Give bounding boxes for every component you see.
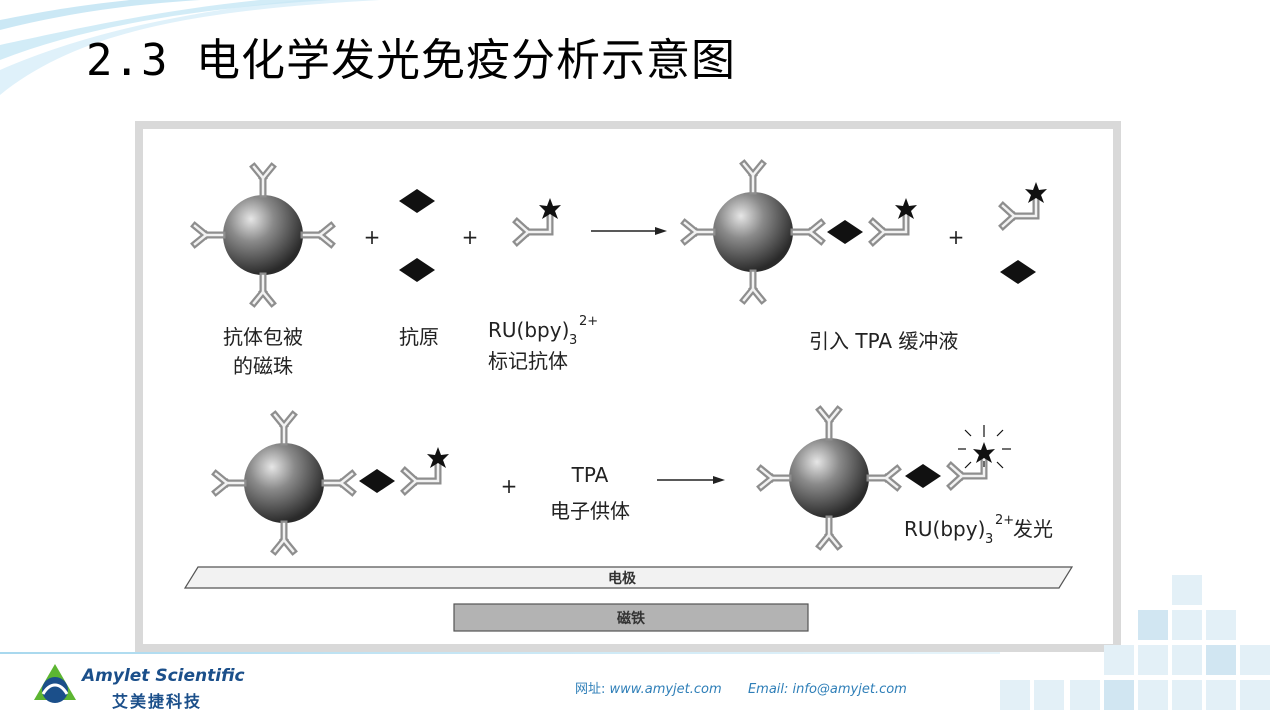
- amyjet-logo-icon: [34, 664, 76, 703]
- email-link[interactable]: info@amyjet.com: [792, 682, 907, 697]
- label-ru-bpy: RU(bpy): [488, 318, 569, 342]
- contact-info: 网址: www.amyjet.com Email: info@amyjet.co…: [575, 678, 907, 697]
- plus-sign: +: [948, 225, 965, 249]
- label-ru-bpy-light: RU(bpy): [904, 517, 985, 541]
- label-coated-bead-line2: 的磁珠: [233, 354, 293, 378]
- website-link[interactable]: www.amyjet.com: [609, 682, 722, 697]
- label-coated-bead-line1: 抗体包被: [223, 325, 303, 349]
- label-ru-subscript: 3: [569, 333, 577, 348]
- label-magnet: 磁铁: [617, 610, 645, 627]
- website-label: 网址:: [575, 682, 606, 697]
- ecl-diagram-figure: + + + 抗体包被 的磁珠 抗原 RU(bpy) 3 2+ 标记抗体 引入 T…: [135, 121, 1121, 652]
- reaction-arrow: [591, 227, 667, 235]
- label-electron-donor: 电子供体: [550, 499, 630, 523]
- footer-divider: [0, 652, 1000, 654]
- label-labeled-antibody: 标记抗体: [488, 349, 568, 373]
- ecl-diagram-svg: + + + 抗体包被 的磁珠 抗原 RU(bpy) 3 2+ 标记抗体 引入 T…: [143, 129, 1113, 644]
- brand-name-cn: 艾美捷科技: [112, 692, 203, 711]
- label-antigen: 抗原: [399, 325, 439, 349]
- label-electrode: 电极: [608, 570, 637, 587]
- label-tpa: TPA: [571, 463, 609, 487]
- plus-sign: +: [462, 225, 479, 249]
- brand-name-en: Amylet Scientific: [82, 666, 245, 686]
- corner-tile-decoration: [1000, 575, 1270, 710]
- label-ru-superscript: 2+: [579, 314, 598, 329]
- label-ru-subscript: 3: [985, 532, 993, 547]
- label-ru-superscript: 2+: [995, 513, 1014, 528]
- plus-sign: +: [501, 474, 518, 498]
- brand-logo: Amylet Scientific 艾美捷科技: [32, 662, 272, 712]
- reaction-arrow: [657, 476, 725, 484]
- header-swoosh-decoration: [0, 0, 380, 95]
- electrode-bar: 电极: [183, 566, 1074, 589]
- label-tpa-buffer: 引入 TPA 缓冲液: [809, 329, 958, 353]
- label-light-emission: 发光: [1013, 517, 1053, 541]
- magnet-bar: 磁铁: [453, 603, 809, 632]
- plus-sign: +: [364, 225, 381, 249]
- light-emission-burst-icon: [958, 425, 1011, 469]
- email-label: Email:: [747, 682, 789, 697]
- page-title: 2.3 电化学发光免疫分析示意图: [86, 35, 736, 86]
